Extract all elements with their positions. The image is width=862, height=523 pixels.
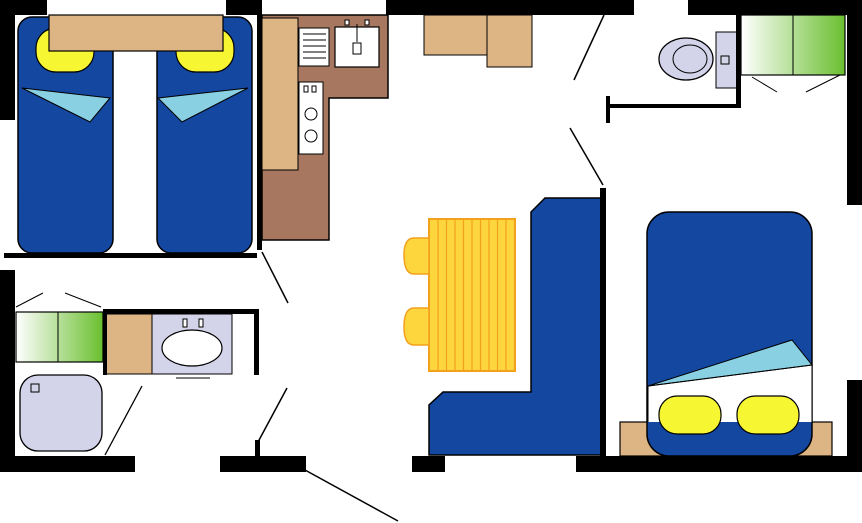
wc-wardrobe-icon [740,14,846,93]
washbasin-icon [105,313,233,379]
double-bed-icon [619,211,833,457]
worktop-left [261,17,299,171]
cooktop-icon [298,81,324,155]
door-living [569,127,604,186]
sheet-fold-left [21,87,111,123]
chair-2 [403,307,430,346]
drainboard-icon [298,27,330,67]
walls [0,0,862,472]
door-swing-icon [257,14,605,522]
wardrobe-icon [15,292,104,363]
kitchen-counter [261,14,533,241]
chair-icon [403,237,430,346]
chair-1 [403,237,430,275]
twin-bed-icon [17,14,253,254]
worktop-upper-2 [486,14,533,68]
door-twin-bedroom [261,251,289,304]
twin-bed-right [156,16,253,254]
headboard [48,14,224,52]
kitchen-sink-icon [334,19,380,68]
shower-tray-icon [19,374,143,456]
toilet-icon [658,31,739,89]
worktop-upper-1 [423,14,488,56]
dining-table-icon [428,218,516,372]
door-entrance [304,469,399,522]
door-kitchen [573,14,605,81]
twin-bed-left [17,16,114,254]
sheet-fold-right [156,87,249,123]
door-shower-room [257,387,288,443]
kitchen-counter-right [388,15,532,67]
